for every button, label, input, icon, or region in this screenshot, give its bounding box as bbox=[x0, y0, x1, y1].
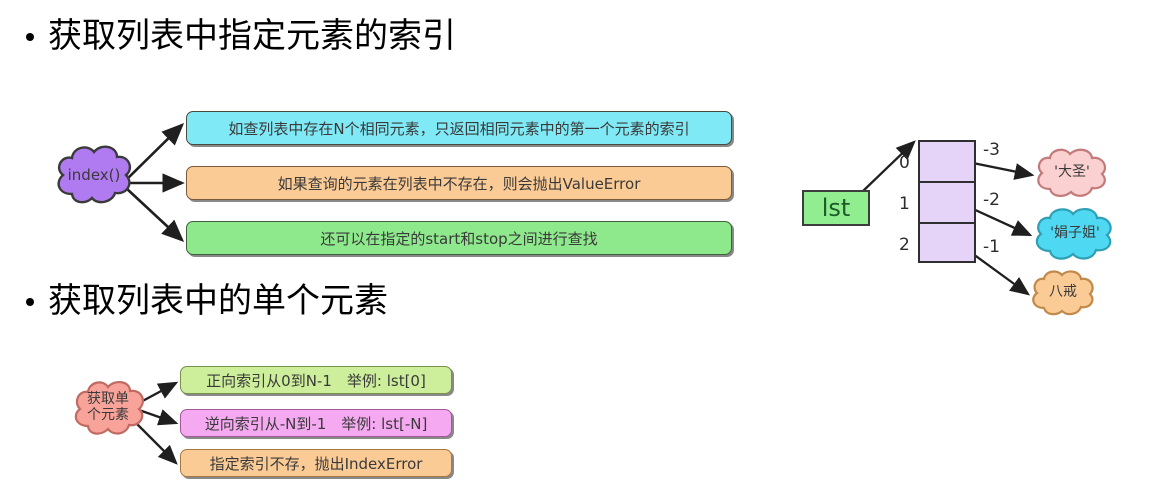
node-get-single-element[interactable]: 获取单 个元素 bbox=[70, 377, 146, 439]
variable-box-lst[interactable]: lst bbox=[802, 190, 870, 226]
cloud-shape bbox=[74, 381, 144, 435]
note-valueerror[interactable]: 如果查询的元素在列表中不存在，则会抛出ValueError bbox=[186, 166, 732, 200]
list-cells bbox=[918, 140, 976, 263]
note-valueerror-label: 如果查询的元素在列表中不存在，则会抛出ValueError bbox=[277, 174, 641, 193]
variable-box-lst-label: lst bbox=[821, 194, 851, 222]
positive-index-1: 1 bbox=[899, 194, 910, 214]
node-get-single-line1: 获取单 bbox=[87, 391, 129, 408]
list-cell-1[interactable] bbox=[920, 183, 974, 224]
element-dasheng-label: '大圣' bbox=[1054, 164, 1090, 181]
element-bajie[interactable]: 八戒 bbox=[1028, 268, 1098, 318]
note-duplicate[interactable]: 如查列表中存在N个相同元素，只返回相同元素中的第一个元素的索引 bbox=[186, 111, 732, 145]
negative-index-1: -2 bbox=[983, 190, 1000, 210]
heading-index-label: 获取列表中指定元素的索引 bbox=[48, 16, 456, 56]
heading-single-label: 获取列表中的单个元素 bbox=[48, 281, 388, 321]
note-reverse-index-label: 逆向索引从-N到-1 举例: lst[-N] bbox=[204, 414, 428, 433]
positive-index-0: 0 bbox=[899, 153, 910, 173]
positive-index-2: 2 bbox=[899, 235, 910, 255]
note-duplicate-label: 如查列表中存在N个相同元素，只返回相同元素中的第一个元素的索引 bbox=[228, 119, 690, 138]
note-indexerror-label: 指定索引不存，抛出IndexError bbox=[209, 454, 423, 473]
bullet-dot-icon bbox=[26, 297, 34, 306]
cloud-shape bbox=[57, 145, 132, 204]
node-get-single-line2: 个元素 bbox=[87, 407, 129, 423]
bullet-dot-icon bbox=[26, 32, 34, 41]
note-startstop-label: 还可以在指定的start和stop之间进行查找 bbox=[320, 229, 598, 248]
note-startstop[interactable]: 还可以在指定的start和stop之间进行查找 bbox=[186, 221, 732, 255]
node-index-function[interactable]: index() bbox=[52, 142, 136, 208]
page-title-single: 获取列表中的单个元素 bbox=[26, 281, 388, 321]
list-cell-2[interactable] bbox=[920, 224, 974, 265]
note-forward-index[interactable]: 正向索引从0到N-1 举例: lst[0] bbox=[180, 366, 452, 394]
element-juanzijie-label: '娟子姐' bbox=[1050, 225, 1100, 242]
negative-index-2: -1 bbox=[983, 237, 1000, 257]
list-cell-0[interactable] bbox=[920, 142, 974, 183]
element-bajie-label: 八戒 bbox=[1049, 284, 1077, 301]
page-title-index: 获取列表中指定元素的索引 bbox=[26, 16, 456, 56]
element-juanzijie[interactable]: '娟子姐' bbox=[1030, 205, 1120, 263]
cloud-shape bbox=[1032, 270, 1094, 316]
note-indexerror[interactable]: 指定索引不存，抛出IndexError bbox=[180, 449, 452, 477]
cloud-shape bbox=[1037, 148, 1107, 197]
note-reverse-index[interactable]: 逆向索引从-N到-1 举例: lst[-N] bbox=[180, 409, 452, 437]
node-index-label: index() bbox=[67, 165, 121, 184]
note-forward-index-label: 正向索引从0到N-1 举例: lst[0] bbox=[206, 371, 426, 390]
element-dasheng[interactable]: '大圣' bbox=[1032, 146, 1112, 200]
negative-index-0: -3 bbox=[983, 140, 1000, 160]
cloud-shape bbox=[1035, 208, 1112, 260]
